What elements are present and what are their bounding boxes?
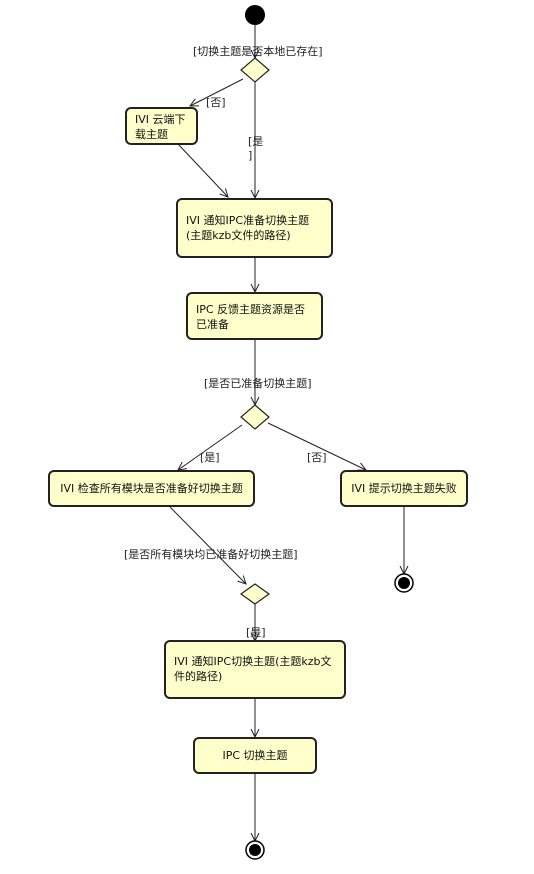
edge-decision-to-download — [190, 78, 244, 106]
action-show-fail: IVI 提示切换主题失败 — [340, 470, 468, 507]
action-notify-switch: IVI 通知IPC切换主题(主题kzb文件的路径) — [164, 640, 346, 699]
guard-no-prepared: [否] — [307, 451, 327, 464]
action-check-modules: IVI 检查所有模块是否准备好切换主题 — [48, 470, 255, 507]
guard-yes-local-b: ] — [248, 149, 253, 162]
edge-decision-to-check — [178, 424, 243, 470]
action-notify-prepare: IVI 通知IPC准备切换主题(主题kzb文件的路径) — [176, 198, 333, 258]
guard-yes-all-ready: [是] — [246, 626, 266, 639]
decision-all-ready — [239, 583, 271, 605]
guard-local-exists: [切换主题是否本地已存在] — [193, 45, 323, 58]
guard-no-download: [否] — [206, 96, 226, 109]
guard-prepared-question: [是否已准备切换主题] — [204, 377, 312, 390]
edge-decision-to-fail — [267, 422, 366, 470]
action-cloud-download: IVI 云端下载主题 — [125, 107, 198, 145]
guard-all-ready-question: [是否所有模块均已准备好切换主题] — [124, 548, 298, 561]
action-ipc-switch: IPC 切换主题 — [193, 737, 317, 774]
guard-yes-prepared: [是] — [200, 451, 220, 464]
edge-check-to-decision — [169, 506, 246, 584]
guard-yes-local-a: [是 — [248, 135, 264, 148]
decision-prepared — [240, 404, 270, 430]
action-ipc-feedback: IPC 反馈主题资源是否已准备 — [186, 292, 323, 340]
final-node-fail — [394, 573, 414, 593]
edge-download-to-notify — [177, 143, 228, 197]
decision-local-exists — [240, 57, 270, 83]
initial-node — [245, 5, 265, 25]
final-node-end — [245, 840, 265, 860]
